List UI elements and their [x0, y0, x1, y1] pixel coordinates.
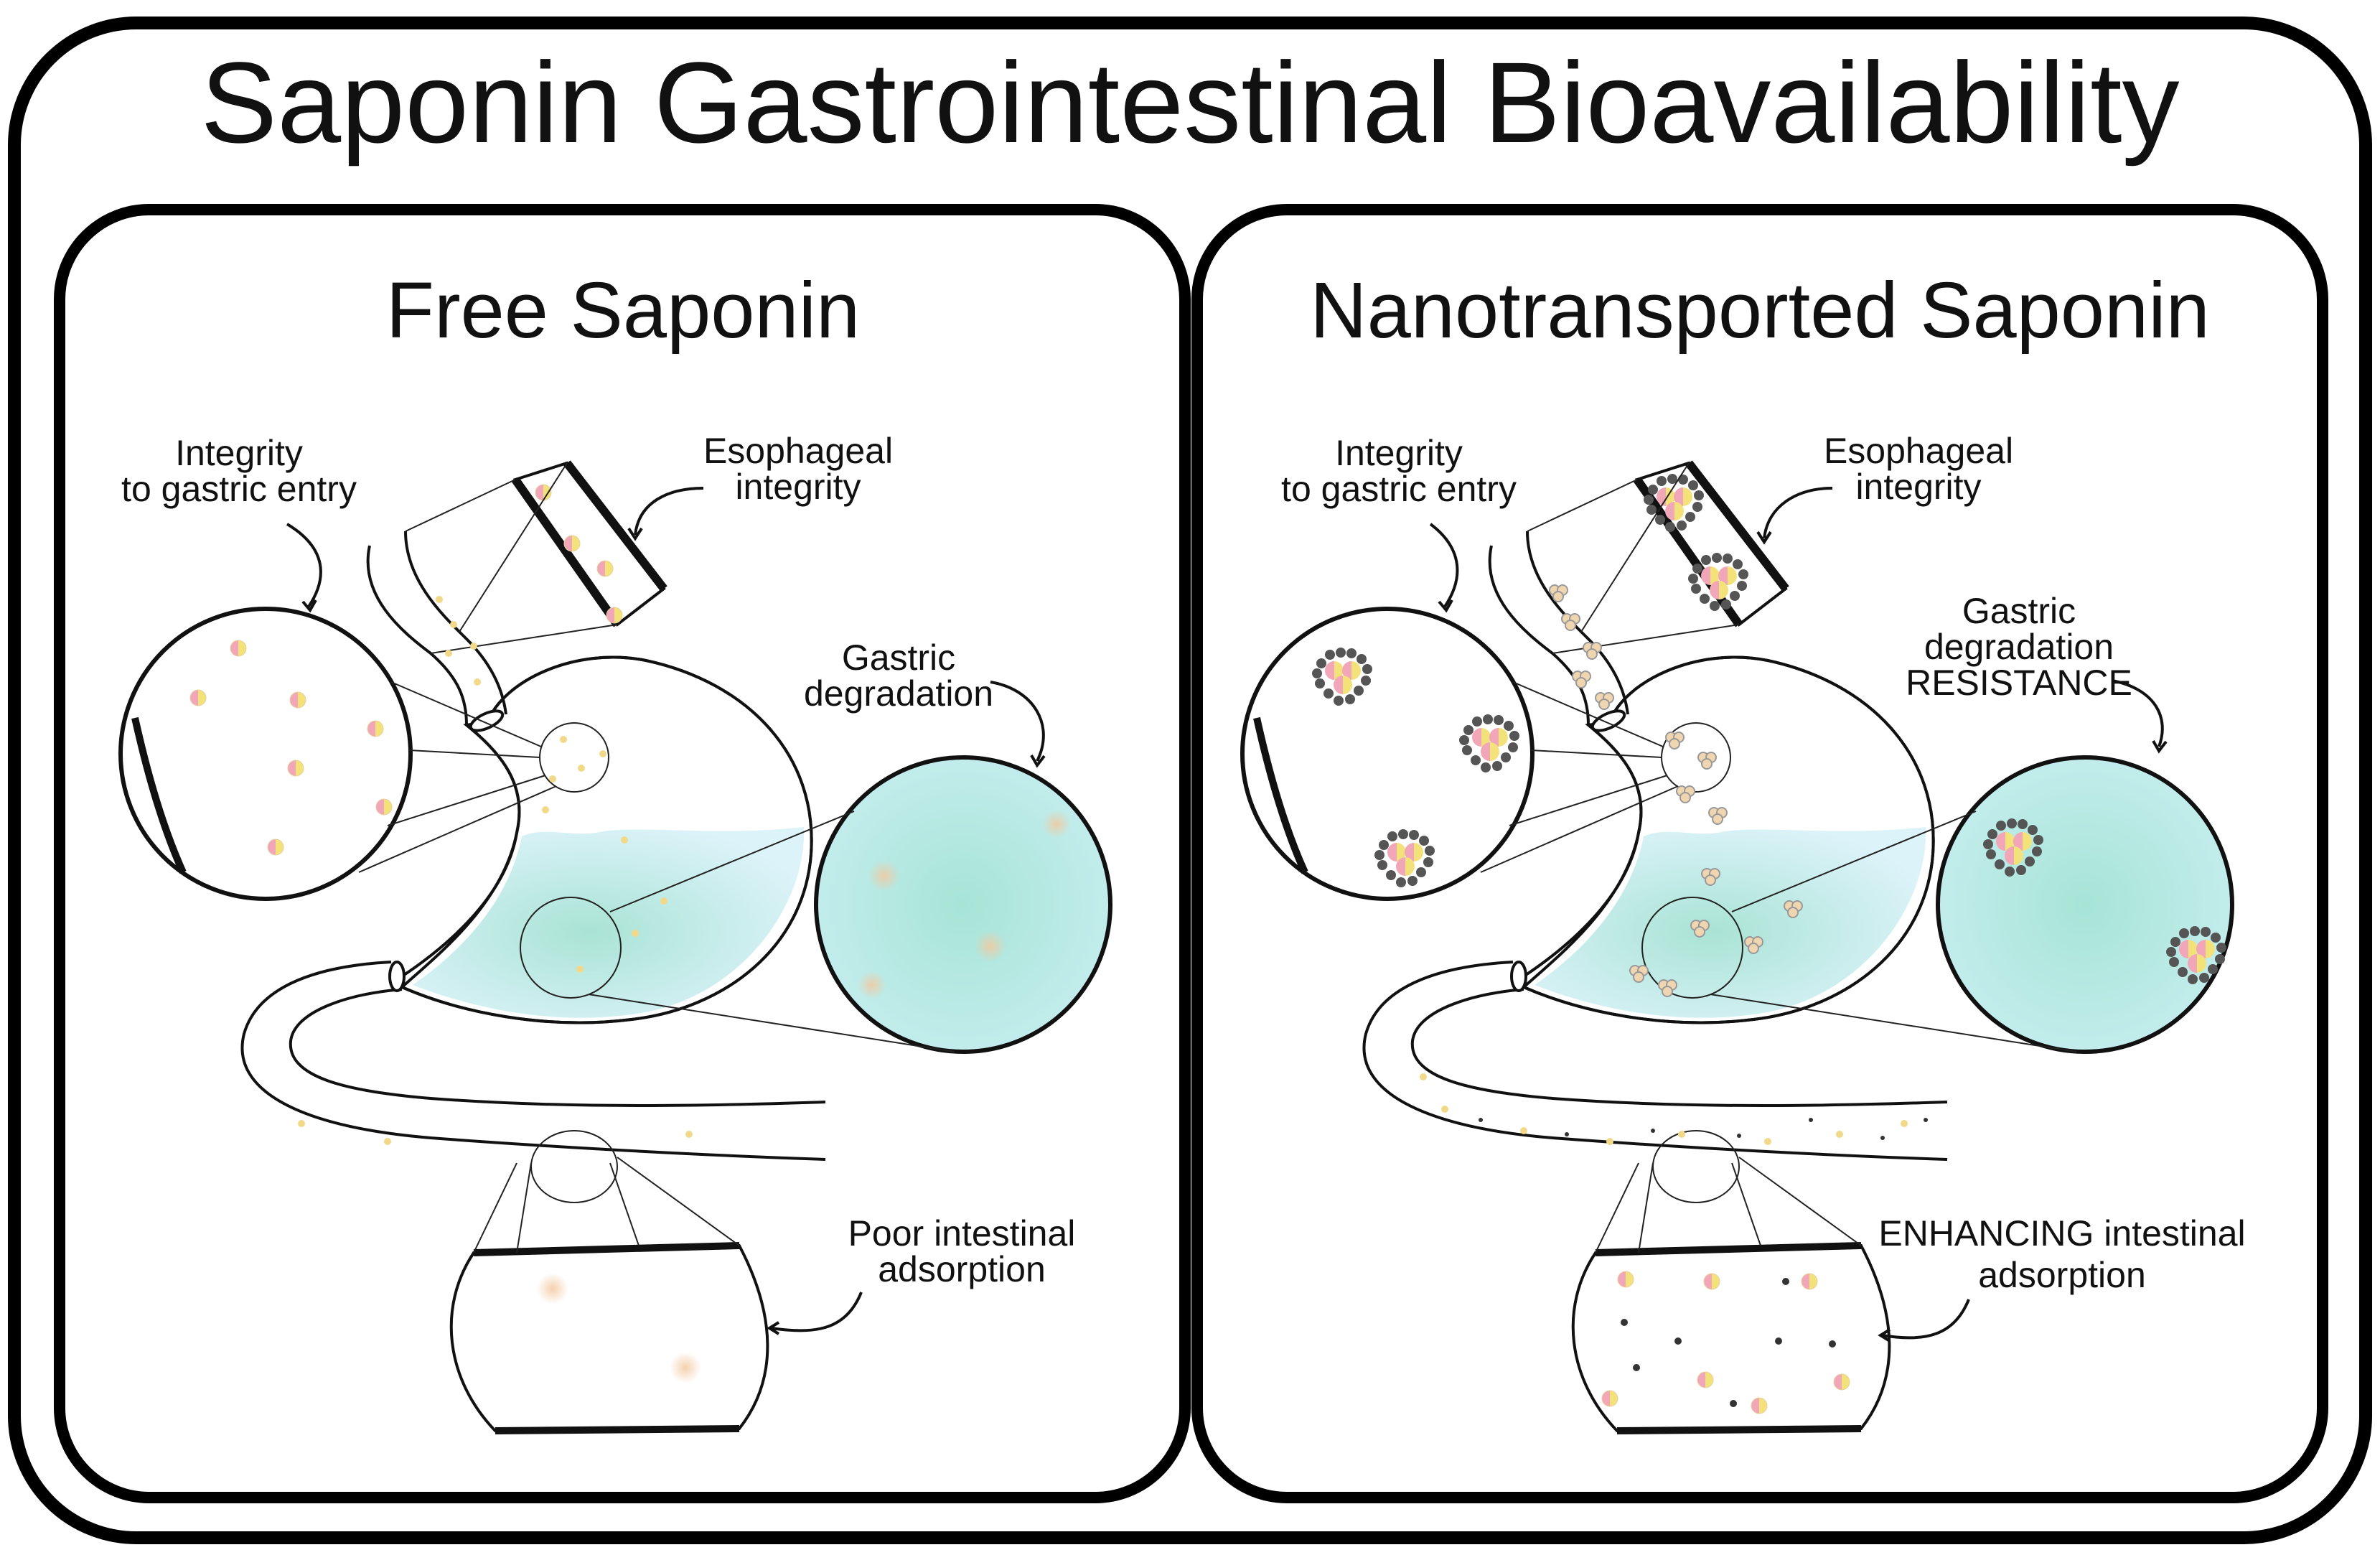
- curved-arrow-icon: [1763, 487, 1833, 539]
- label-intestinal-right: ENHANCING intestinal adsorption: [1878, 1213, 2246, 1342]
- svg-text:Esophageal: Esophageal: [703, 431, 893, 471]
- svg-text:Integrity: Integrity: [1335, 433, 1463, 473]
- svg-text:integrity: integrity: [735, 467, 861, 507]
- main-title: Saponin Gastrointestinal Bioavailability: [200, 38, 2179, 167]
- panel-title-left: Free Saponin: [386, 266, 860, 355]
- gastric-entry-zoom-right: [1240, 607, 1679, 901]
- intestine-zoom-left: [449, 1157, 769, 1434]
- svg-text:adsorption: adsorption: [878, 1249, 1046, 1289]
- esophagus-zoom-right: [1527, 460, 1789, 654]
- panel-title-right: Nanotransported Saponin: [1310, 266, 2210, 355]
- label-gastric-entry-right: Integrity to gastric entry: [1281, 433, 1517, 613]
- gastric-entry-zoom-left: [118, 607, 557, 901]
- svg-text:integrity: integrity: [1855, 467, 1981, 507]
- label-gastric-right: Gastric degradation RESISTANCE: [1906, 591, 2168, 754]
- svg-text:Poor intestinal: Poor intestinal: [848, 1213, 1076, 1253]
- svg-text:degradation: degradation: [1924, 627, 2114, 667]
- label-esophageal-left: Esophageal integrity: [627, 431, 893, 541]
- curved-arrow-icon: [990, 681, 1045, 762]
- label-gastric-left: Gastric degradation: [804, 638, 1046, 768]
- svg-text:degradation: degradation: [804, 673, 993, 714]
- svg-text:Esophageal: Esophageal: [1824, 431, 2013, 471]
- curved-arrow-icon: [634, 487, 704, 536]
- svg-text:ENHANCING intestinal: ENHANCING intestinal: [1878, 1213, 2245, 1253]
- panel-free-saponin: Free Saponin: [54, 204, 1191, 1503]
- label-intestinal-left: Poor intestinal adsorption: [767, 1213, 1076, 1335]
- svg-text:to gastric entry: to gastric entry: [121, 469, 357, 509]
- label-gastric-entry-left: Integrity to gastric entry: [121, 433, 357, 613]
- curved-arrow-icon: [286, 523, 322, 608]
- curved-arrow-icon: [2112, 679, 2164, 747]
- panel-nanotransported-saponin: Nanotransported Saponin: [1191, 204, 2328, 1503]
- svg-text:Integrity: Integrity: [175, 433, 303, 473]
- gastric-zoom-right: [1710, 755, 2234, 1054]
- svg-text:adsorption: adsorption: [1978, 1255, 2146, 1295]
- stomach-particles-right: [1420, 584, 1928, 1145]
- svg-text:to gastric entry: to gastric entry: [1281, 469, 1517, 509]
- svg-text:Gastric: Gastric: [1962, 591, 2076, 631]
- esophagus-zoom-left: [405, 460, 667, 654]
- gastric-zoom-left: [588, 755, 1112, 1054]
- label-esophageal-right: Esophageal integrity: [1756, 431, 2013, 545]
- svg-text:RESISTANCE: RESISTANCE: [1906, 663, 2132, 703]
- intestine-zoom-right: [1571, 1157, 1891, 1434]
- curved-arrow-icon: [1882, 1299, 1970, 1340]
- curved-arrow-icon: [771, 1292, 863, 1332]
- curved-arrow-icon: [1429, 523, 1459, 608]
- svg-text:Gastric: Gastric: [842, 638, 955, 678]
